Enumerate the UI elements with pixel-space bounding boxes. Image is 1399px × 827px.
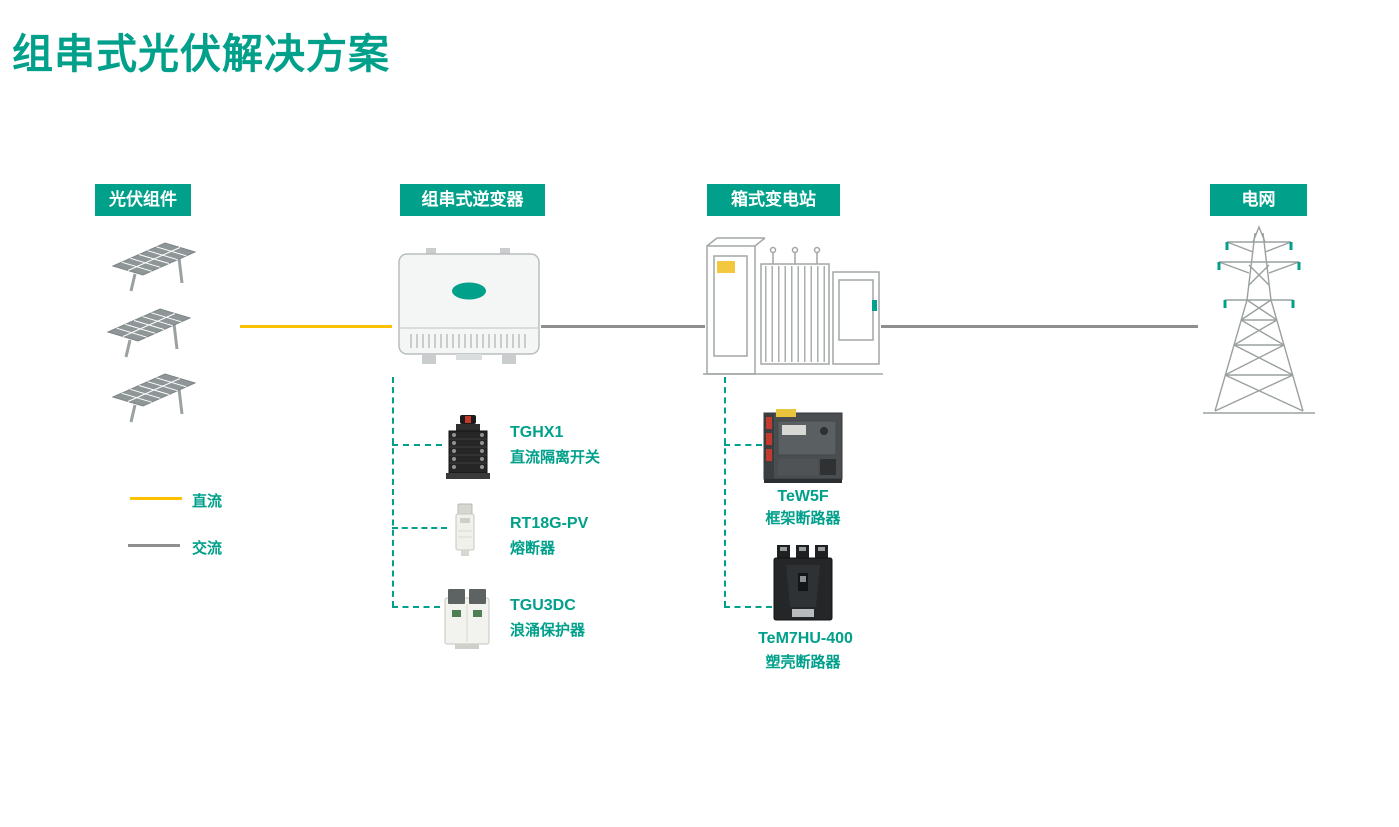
component-name: 塑壳断路器 — [765, 654, 841, 671]
component-name: 熔断器 — [510, 540, 556, 557]
solar-panel-icon — [111, 242, 197, 292]
tgu3dc-surge-protector-icon — [444, 589, 490, 649]
component-model: TGHX1 — [510, 424, 564, 441]
transmission-tower-icon — [1203, 225, 1315, 414]
stage-badge-pv-modules: 光伏组件 — [95, 184, 191, 216]
legend-ac-label: 交流 — [192, 540, 223, 557]
component-model: TeW5F — [777, 488, 829, 505]
legend-ac-line — [128, 544, 180, 547]
inverter-branch-hline-2 — [392, 527, 447, 529]
inverter-branch-vline — [392, 377, 394, 607]
tem7hu-400-mccb-icon — [773, 545, 833, 621]
solar-panel-icon — [111, 373, 197, 423]
component-name: 浪涌保护器 — [510, 622, 586, 639]
page-title: 组串式光伏解决方案 — [12, 31, 390, 77]
rt18g-pv-fuse-icon — [455, 503, 475, 556]
dc-connection-line — [240, 325, 392, 328]
legend-dc-line — [130, 497, 182, 500]
inverter-branch-hline-1 — [392, 444, 442, 446]
stage-badge-string-inverter: 组串式逆变器 — [400, 184, 545, 216]
legend-dc-label: 直流 — [192, 493, 223, 510]
stage-badge-power-grid: 电网 — [1210, 184, 1307, 216]
component-model: RT18G-PV — [510, 515, 589, 532]
component-model: TeM7HU-400 — [758, 630, 853, 647]
inverter-branch-hline-3 — [392, 606, 440, 608]
component-name: 框架断路器 — [765, 510, 841, 527]
solar-panel-icon — [106, 308, 192, 358]
component-name: 直流隔离开关 — [510, 449, 601, 466]
stage-badge-box-substation: 箱式变电站 — [707, 184, 840, 216]
string-inverter-icon — [398, 248, 540, 364]
substation-branch-hline-2 — [724, 606, 772, 608]
component-model: TGU3DC — [510, 597, 576, 614]
substation-branch-vline — [724, 377, 726, 607]
tghx1-dc-isolator-icon — [446, 415, 490, 479]
ac-connection-line-2 — [881, 325, 1198, 328]
ac-connection-line-1 — [541, 325, 705, 328]
box-substation-icon — [703, 237, 883, 375]
tew5f-frame-breaker-icon — [763, 409, 843, 483]
substation-branch-hline-1 — [724, 444, 762, 446]
